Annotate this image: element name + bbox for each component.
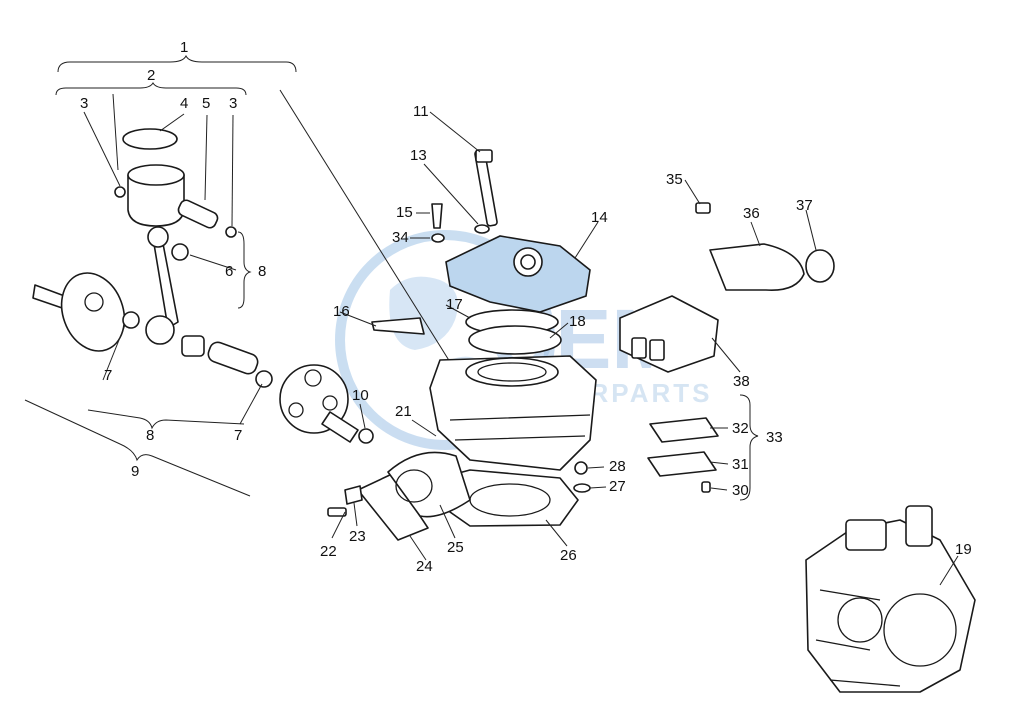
bracket-2 bbox=[55, 82, 247, 96]
callout-7-left: 7 bbox=[104, 367, 112, 384]
piston-crown bbox=[127, 164, 185, 186]
cylinder-head bbox=[431, 149, 591, 313]
callout-9: 9 bbox=[131, 463, 139, 480]
callout-19: 19 bbox=[955, 541, 972, 558]
intake-flange-24 bbox=[357, 473, 429, 541]
leader-1-diagonal bbox=[279, 89, 451, 363]
callout-36: 36 bbox=[743, 205, 760, 222]
callout-1: 1 bbox=[180, 39, 188, 56]
washer-10 bbox=[358, 428, 374, 444]
washer-13 bbox=[474, 224, 490, 234]
callout-26: 26 bbox=[560, 547, 577, 564]
callout-21: 21 bbox=[395, 403, 412, 420]
piston-pin bbox=[177, 199, 219, 229]
intake-boot-36 bbox=[709, 243, 805, 291]
reed-petal-32 bbox=[649, 417, 719, 443]
washer-27 bbox=[573, 483, 591, 493]
engine-case bbox=[805, 519, 976, 693]
callout-11: 11 bbox=[413, 103, 429, 120]
spark-plug bbox=[431, 203, 443, 229]
callout-2: 2 bbox=[147, 67, 155, 84]
callout-8-right: 8 bbox=[258, 263, 266, 280]
cylinder-head-body bbox=[445, 235, 591, 313]
callout-5: 5 bbox=[202, 95, 210, 112]
callout-30: 30 bbox=[732, 482, 749, 499]
cylinder-group bbox=[371, 309, 597, 527]
leader-lines bbox=[83, 93, 959, 586]
crankshaft bbox=[32, 272, 374, 444]
bracket-8-right bbox=[237, 231, 252, 309]
bolt-22 bbox=[327, 507, 347, 517]
cylinder-block bbox=[429, 355, 597, 471]
bracket-16 bbox=[371, 317, 425, 335]
callout-28: 28 bbox=[609, 458, 626, 475]
callout-33: 33 bbox=[766, 429, 783, 446]
intake-group bbox=[327, 451, 471, 541]
callout-13: 13 bbox=[410, 147, 427, 164]
o-ring-18 bbox=[468, 325, 562, 355]
callout-4: 4 bbox=[180, 95, 188, 112]
piston-group bbox=[114, 128, 259, 375]
callout-8-bottom: 8 bbox=[146, 427, 154, 444]
callout-16: 16 bbox=[333, 303, 350, 320]
crank-pin bbox=[207, 341, 259, 375]
callout-6: 6 bbox=[225, 263, 233, 280]
callout-18: 18 bbox=[569, 313, 586, 330]
callout-25: 25 bbox=[447, 539, 464, 556]
callout-10: 10 bbox=[352, 387, 369, 404]
circlip-right bbox=[225, 226, 237, 238]
callout-27: 27 bbox=[609, 478, 626, 495]
reed-valve-group bbox=[619, 202, 835, 493]
bracket-9 bbox=[24, 399, 251, 497]
shim-left bbox=[122, 311, 140, 329]
callout-38: 38 bbox=[733, 373, 750, 390]
callout-31: 31 bbox=[732, 456, 749, 473]
needle-bearing-small bbox=[171, 243, 189, 261]
callout-7-right: 7 bbox=[234, 427, 242, 444]
callout-14: 14 bbox=[591, 209, 608, 226]
screw-30 bbox=[701, 481, 711, 493]
reed-stopper-31 bbox=[647, 451, 717, 477]
conrod-small-end bbox=[147, 226, 169, 248]
callout-labels: 1 2 3 4 5 3 6 8 7 8 7 9 10 11 13 15 34 1… bbox=[80, 39, 972, 575]
conrod-big-end bbox=[145, 315, 175, 345]
circlip-left bbox=[114, 186, 126, 198]
shim-right bbox=[255, 370, 273, 388]
callout-34: 34 bbox=[392, 229, 409, 246]
group-brackets bbox=[24, 54, 759, 501]
washer-34 bbox=[431, 233, 445, 243]
bracket-1 bbox=[57, 54, 297, 73]
callout-23: 23 bbox=[349, 528, 366, 545]
bracket-33 bbox=[739, 394, 759, 501]
crank-half-left bbox=[60, 272, 126, 352]
clamp-23 bbox=[344, 485, 363, 505]
bracket-8-bottom bbox=[87, 409, 245, 430]
callout-37: 37 bbox=[796, 197, 813, 214]
clamp-37 bbox=[805, 249, 835, 283]
nut-28 bbox=[574, 461, 588, 475]
callout-3-left: 3 bbox=[80, 95, 88, 112]
piston-ring bbox=[122, 128, 178, 150]
crank-half-right-shaft bbox=[321, 411, 359, 443]
callout-3-right: 3 bbox=[229, 95, 237, 112]
callout-35: 35 bbox=[666, 171, 683, 188]
intake-manifold-25 bbox=[387, 451, 471, 518]
screw-35 bbox=[695, 202, 711, 214]
callout-22: 22 bbox=[320, 543, 337, 560]
engine-overview bbox=[805, 505, 976, 693]
callout-24: 24 bbox=[416, 558, 433, 575]
callout-17: 17 bbox=[446, 296, 463, 313]
callout-15: 15 bbox=[396, 204, 413, 221]
needle-bearing-big bbox=[181, 335, 205, 357]
callout-32: 32 bbox=[732, 420, 749, 437]
